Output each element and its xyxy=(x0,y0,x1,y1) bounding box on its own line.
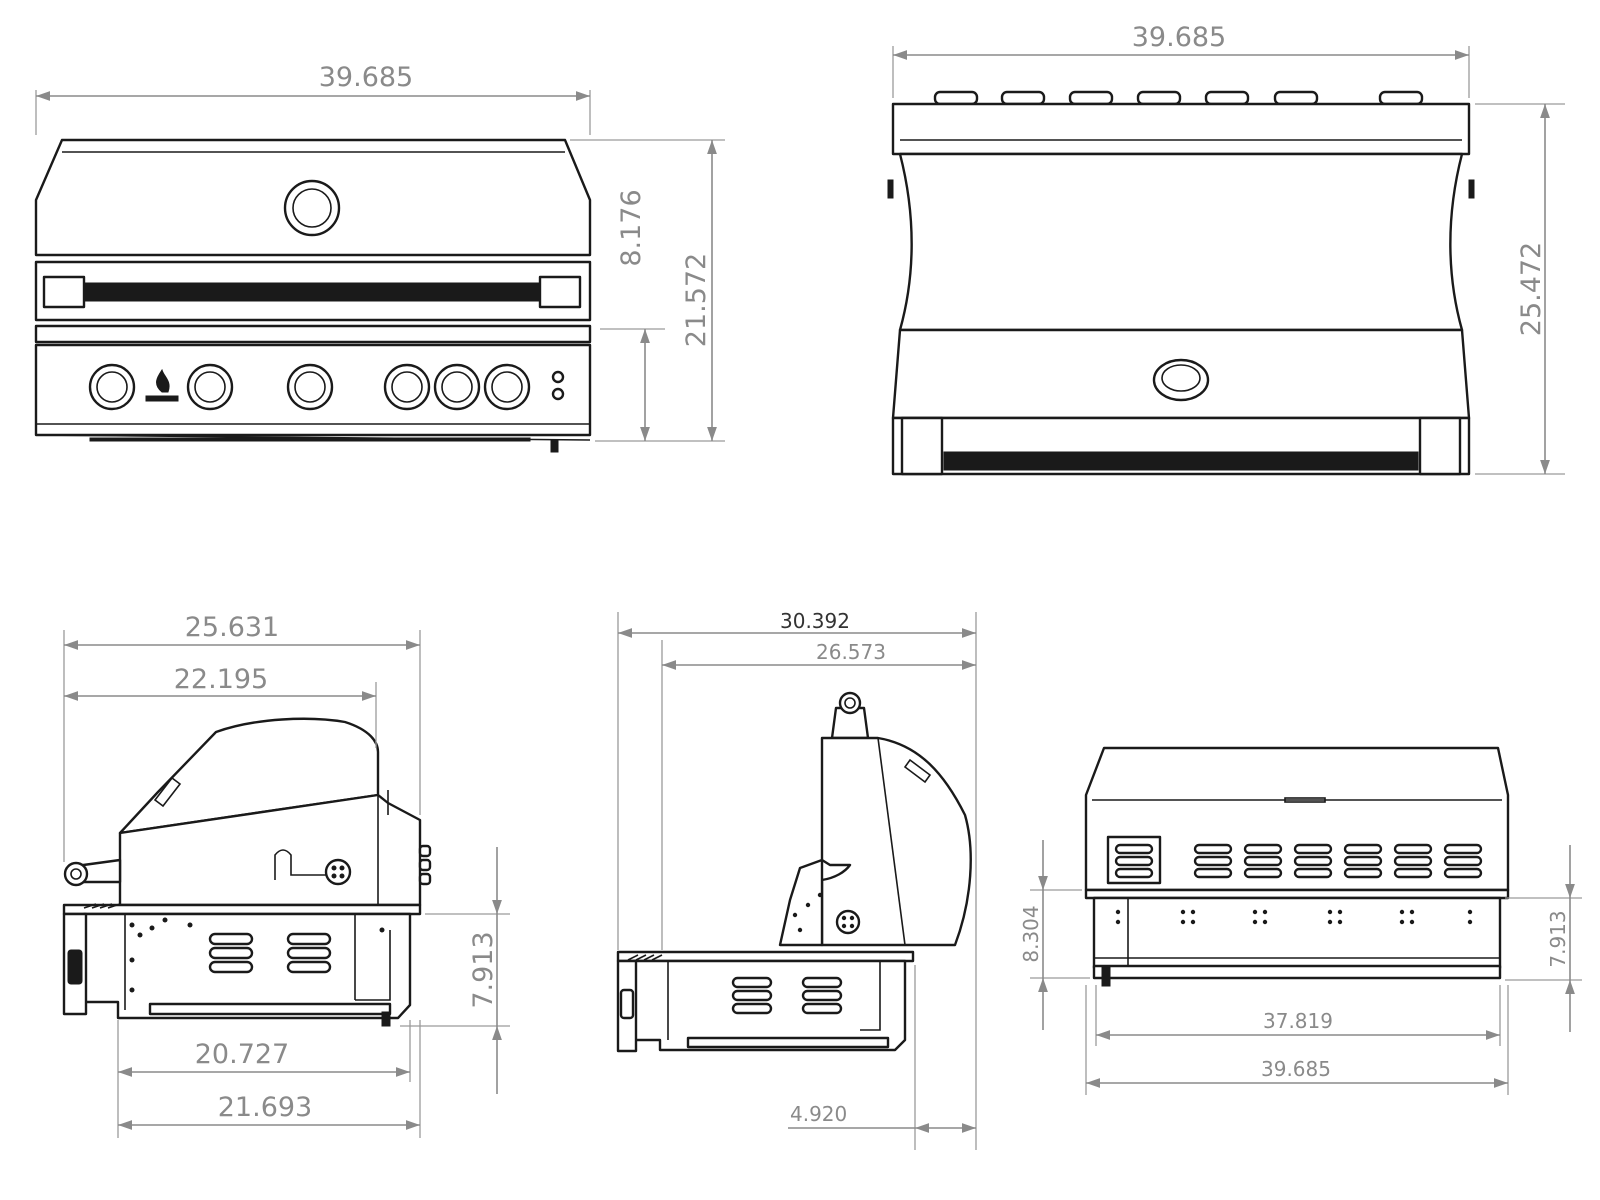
rear-foot xyxy=(1101,965,1111,987)
rear-body xyxy=(1092,896,1502,970)
side-open-handle xyxy=(830,691,870,740)
dimension-label: 7.913 xyxy=(468,931,499,1008)
knob-icon xyxy=(619,988,635,1020)
indicator-light-icon xyxy=(551,370,565,384)
front-view: 39.685 8.176 21.572 xyxy=(34,62,725,453)
side-open-hood xyxy=(820,736,972,947)
dimension-label: 39.685 xyxy=(319,62,413,93)
dimension-label: 21.572 xyxy=(681,253,712,347)
side-open-drip-tray xyxy=(686,1036,890,1049)
dimension-label: 4.920 xyxy=(790,1102,847,1126)
side-open-bracket xyxy=(778,858,824,947)
side-closed-rim xyxy=(62,903,422,916)
dimension-label: 26.573 xyxy=(816,640,886,664)
top-knob-row xyxy=(933,90,1424,106)
handle-bracket-right xyxy=(538,275,582,309)
dimension-label: 39.685 xyxy=(1261,1057,1331,1081)
knob-icon xyxy=(67,949,83,985)
side-handle xyxy=(63,858,122,887)
top-hood xyxy=(898,152,1464,332)
dimension-label: 25.472 xyxy=(1516,242,1547,336)
side-closed-foot xyxy=(381,1011,391,1027)
knob-row xyxy=(88,363,565,411)
dimension-label: 8.304 xyxy=(1019,905,1043,962)
dimension-label: 39.685 xyxy=(1132,22,1226,53)
mounting-holes xyxy=(1115,909,1473,925)
flame-icon xyxy=(145,368,179,402)
top-rear-bar xyxy=(943,451,1419,471)
rear-view: 8.304 7.913 37.819 39.685 xyxy=(1019,746,1582,1095)
side-open-rim xyxy=(616,950,915,963)
dimension-label: 22.195 xyxy=(174,664,268,695)
igniter-icon xyxy=(835,909,861,935)
thermometer-icon xyxy=(283,179,341,237)
vent-panel xyxy=(1106,835,1162,885)
dimension-label: 25.631 xyxy=(185,612,279,643)
mounting-holes xyxy=(792,892,823,933)
side-knob-stubs xyxy=(418,844,432,886)
mounting-holes xyxy=(129,917,385,993)
vent-icon xyxy=(731,976,843,1015)
dimension-label: 8.176 xyxy=(616,189,647,266)
dimension-label: 7.913 xyxy=(1546,910,1570,967)
side-view-closed: 25.631 22.195 7.913 20.727 21.693 xyxy=(62,612,510,1138)
dimension-label: 21.693 xyxy=(218,1092,312,1123)
vent-icon xyxy=(1193,843,1483,879)
indicator-light-icon xyxy=(551,387,565,401)
vent-icon xyxy=(208,932,332,974)
dimension-label: 20.727 xyxy=(195,1039,289,1070)
side-closed-drip-tray xyxy=(148,1002,392,1016)
side-view-open: 30.392 26.573 4.920 xyxy=(616,609,977,1150)
dimension-label: 30.392 xyxy=(780,609,850,633)
front-panel-lip xyxy=(34,324,592,344)
handle-bracket-left xyxy=(42,275,86,309)
front-foot xyxy=(550,439,559,453)
thermometer-icon xyxy=(1152,358,1210,402)
top-view: 39.685 25.472 xyxy=(887,22,1565,476)
dimension-label: 37.819 xyxy=(1263,1009,1333,1033)
front-bottom-edge xyxy=(89,437,531,442)
front-handle-bar xyxy=(84,282,541,302)
igniter-icon xyxy=(324,858,352,886)
rear-drip-tray xyxy=(1092,964,1502,980)
top-front-panel xyxy=(891,102,1471,156)
